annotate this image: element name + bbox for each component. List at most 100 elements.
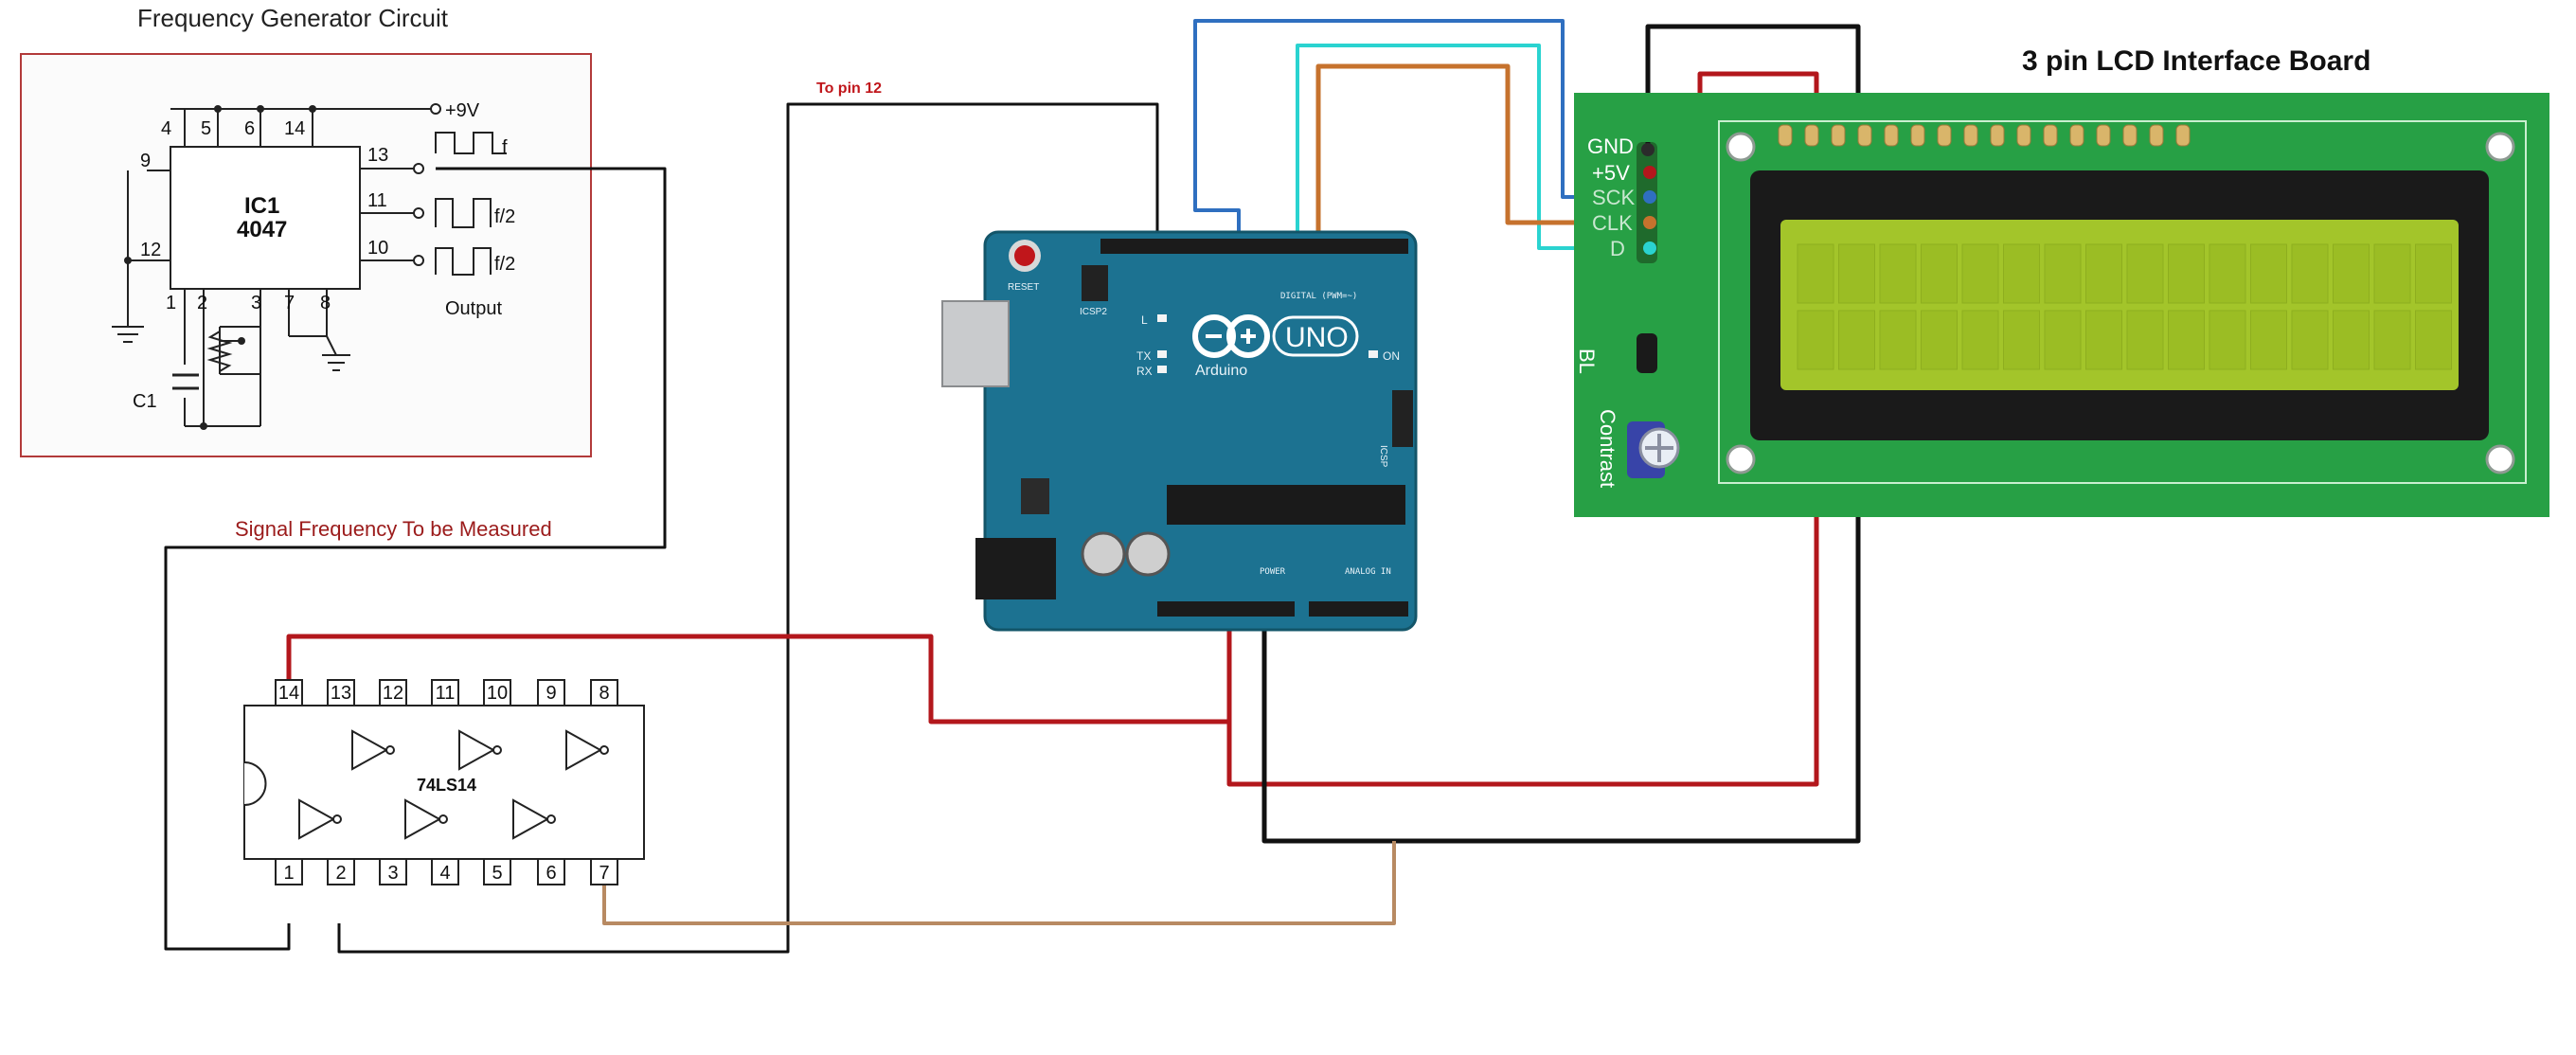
arduino-pcb xyxy=(983,230,1418,632)
74ls14-top-pin-11: 11 xyxy=(436,683,456,704)
lcd-header-pin xyxy=(2016,124,2031,147)
lcd-character-grid xyxy=(1797,243,2452,370)
lcd-char-cell xyxy=(2373,243,2411,304)
lcd-char-cell xyxy=(2333,243,2370,304)
lcd-header-pin xyxy=(1778,124,1793,147)
ic1-pin-11: 11 xyxy=(367,190,387,211)
output-terminals xyxy=(413,103,441,266)
74ls14-top-pin-8: 8 xyxy=(599,683,609,704)
analog-label: ANALOG IN xyxy=(1345,567,1391,577)
lcd-char-cell xyxy=(2085,310,2122,370)
contrast-label: Contrast xyxy=(1596,409,1619,488)
lcd-char-cell xyxy=(1797,310,1834,370)
freq-generator-title: Frequency Generator Circuit xyxy=(137,4,449,32)
lcd-header-pin xyxy=(2122,124,2138,147)
c1-label: C1 xyxy=(133,391,157,412)
icsp2-label: ICSP2 xyxy=(1080,307,1107,317)
reset-button-cap[interactable] xyxy=(1014,245,1035,266)
out-f2a-label: f/2 xyxy=(494,206,515,227)
mount-holes xyxy=(1726,132,2515,474)
lcd-char-cell xyxy=(2333,310,2370,370)
74ls14-bottom-pin-4: 4 xyxy=(439,863,450,884)
74ls14-bottom-pin-5: 5 xyxy=(492,863,502,884)
lcd-header-pin xyxy=(1963,124,1978,147)
74ls14-top-pin-box xyxy=(275,679,303,706)
power-label: POWER xyxy=(1260,567,1286,577)
lcd-pin-d: D xyxy=(1610,237,1625,260)
bl-jumper[interactable] xyxy=(1637,333,1657,373)
lcd-char-cell xyxy=(1921,243,1958,304)
74ls14-top-pin-box xyxy=(537,679,565,706)
frequency-generator-section: Frequency Generator Circuit IC1 4047 xyxy=(20,4,592,457)
74ls14-top-pin-box xyxy=(431,679,459,706)
out-f2b-label: f/2 xyxy=(494,254,515,275)
capacitor-2 xyxy=(1125,531,1171,577)
lcd-char-cell xyxy=(2415,243,2452,304)
lcd-header-pin xyxy=(1910,124,1925,147)
lcd-char-cell xyxy=(2003,310,2040,370)
clk-wire xyxy=(1315,63,1653,248)
ic1-pin-4: 4 xyxy=(161,118,171,139)
74ls14-bottom-pin-box xyxy=(327,858,355,885)
lcd-char-cell xyxy=(2209,310,2246,370)
uno-text: UNO xyxy=(1285,322,1349,353)
ic1-pin-3: 3 xyxy=(251,293,261,313)
lcd-bl-label: BL xyxy=(1575,349,1599,374)
lcd-char-cell xyxy=(2126,243,2164,304)
lcd-outline xyxy=(1718,120,2527,484)
lcd-char-cell xyxy=(2168,243,2205,304)
ic1-top-wiring xyxy=(127,108,431,427)
lcd-pin-5v: +5V xyxy=(1592,161,1630,185)
lcd-header-pin xyxy=(1990,124,2005,147)
lcd-header-pin xyxy=(2175,124,2191,147)
ic-vcc-wire xyxy=(286,634,1229,724)
lcd-char-cell xyxy=(2250,243,2287,304)
arduino-brand: Arduino xyxy=(1195,363,1247,379)
74ls14-bottom-pin-box xyxy=(379,858,407,885)
lcd-interface-board: 3 pin LCD Interface Board GND +5V SCK CL… xyxy=(1574,45,2549,517)
led-tx-label: TX xyxy=(1136,349,1151,363)
ic1-pin-5: 5 xyxy=(201,118,211,139)
74ls14-top-pin-box xyxy=(590,679,618,706)
junction-dots xyxy=(124,105,316,430)
ic1-pin-13: 13 xyxy=(367,145,388,166)
icsp-label: ICSP xyxy=(1378,445,1388,468)
status-leds xyxy=(1157,314,1378,373)
ic1-pin-7: 7 xyxy=(284,293,295,313)
ic1-pin-9: 9 xyxy=(140,151,151,171)
74ls14-top-pin-14: 14 xyxy=(278,683,299,704)
icsp2-header xyxy=(1082,265,1108,301)
to-pin-12-label: To pin 12 xyxy=(816,80,882,97)
ic1-body xyxy=(170,146,361,290)
lcd-header-pin xyxy=(2069,124,2084,147)
logo-symbols xyxy=(1206,329,1256,344)
lcd-char-cell xyxy=(1879,243,1917,304)
74ls14-bottom-pin-box xyxy=(590,858,618,885)
74ls14-bottom-pin-box xyxy=(537,858,565,885)
arduino-uno-board: RESET ICSP2 DIGITAL (PWM=~) UNO Arduino … xyxy=(941,230,1418,632)
lcd-char-cell xyxy=(1838,243,1875,304)
ground-icon xyxy=(112,326,350,371)
74ls14-body xyxy=(243,705,645,860)
lcd-header-pin xyxy=(1857,124,1872,147)
74ls14-bottom-pin-6: 6 xyxy=(546,863,556,884)
lcd-wire-ends xyxy=(1641,142,1656,255)
74ls14-bottom-pin-1: 1 xyxy=(283,863,294,884)
ic1-pin-1: 1 xyxy=(166,293,176,313)
lcd-title: 3 pin LCD Interface Board xyxy=(2022,45,2370,77)
74ls14-top-pin-box xyxy=(327,679,355,706)
lcd-pin-gnd: GND xyxy=(1587,134,1634,158)
digital-label: DIGITAL (PWM=~) xyxy=(1280,292,1357,301)
c1-capacitor-icon xyxy=(172,373,199,390)
lcd-char-cell xyxy=(1879,310,1917,370)
lcd-char-cell xyxy=(2126,310,2164,370)
lcd-char-cell xyxy=(2044,243,2082,304)
power-jack xyxy=(975,538,1056,599)
ic1-pin-8: 8 xyxy=(320,293,331,313)
74ls14-bottom-pin-box xyxy=(483,858,511,885)
74ls14-top-pin-10: 10 xyxy=(487,683,508,704)
74ls14-top-pin-12: 12 xyxy=(383,683,403,704)
signal-frequency-label: Signal Frequency To be Measured xyxy=(235,517,552,541)
